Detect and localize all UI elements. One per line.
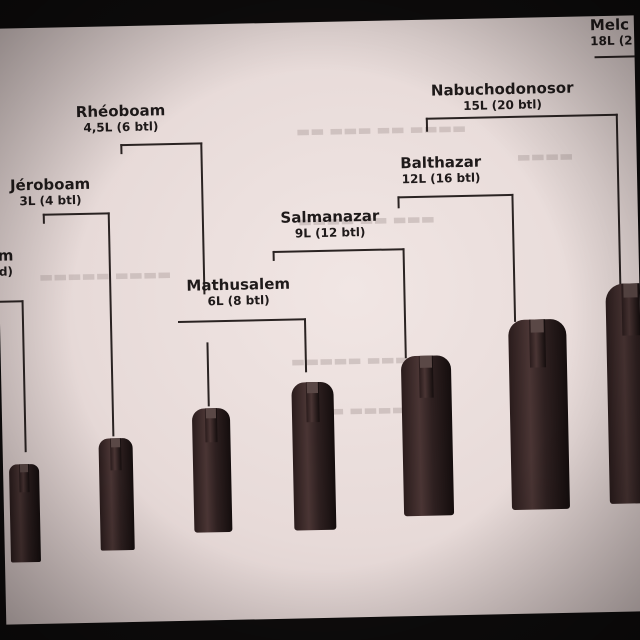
bottle-3: [191, 407, 233, 533]
connector-line: [42, 212, 115, 438]
bottle-name: Jéroboam: [9, 174, 91, 195]
bottle-label-6: Nabuchodonosor 15L (20 btl): [427, 79, 578, 115]
bottle-volume: 3L (4 btl): [19, 192, 82, 209]
connector-line: [120, 142, 206, 297]
connector-line: [42, 213, 45, 224]
bottle-label-1: Jéroboam 3L (4 btl): [5, 175, 96, 209]
bottle-name: m: [0, 246, 14, 265]
bottle-5: [508, 318, 571, 511]
bottle-name: Rhéoboam: [75, 101, 166, 122]
bottle-label-0: m d): [0, 246, 21, 279]
bottle-name: Salmanazar: [280, 206, 380, 227]
bottle-name: Melc: [589, 15, 630, 35]
bottle-volume: 18L (2: [590, 33, 633, 49]
bottle-1: [98, 437, 135, 551]
bottle-name: Nabuchodonosor: [430, 78, 574, 100]
bottle-volume: 9L (12 btl): [294, 225, 366, 241]
bottle-4: [400, 355, 455, 517]
bottle-volume: d): [0, 264, 14, 279]
bottle-volume: 4,5L (6 btl): [83, 119, 159, 135]
connector-line: [425, 113, 622, 290]
connector-line: [120, 144, 123, 155]
bottle-2: [291, 381, 337, 531]
bottle-0: [8, 463, 42, 563]
connector-line: [425, 117, 429, 132]
bottle-6: [605, 282, 640, 504]
connector-line: [594, 55, 640, 69]
connector-line: [272, 248, 407, 361]
printed-page: ▬▬ ▬▬▬ ▬▬ ▬▬▬▬ ▬▬▬▬ ▬▬▬▬ ▬▬ ▬▬▬ ▬▬▬▬▬ ▬▬…: [0, 15, 640, 625]
connector-line: [0, 300, 27, 453]
bottle-label-4: Salmanazar 9L (12 btl): [270, 207, 391, 242]
bottle-label-7: Melc 18L (2: [590, 15, 640, 48]
bottle-label-2: Rhéoboam 4,5L (6 btl): [65, 101, 176, 136]
connector-line: [397, 196, 400, 209]
connector-line: [272, 250, 275, 261]
